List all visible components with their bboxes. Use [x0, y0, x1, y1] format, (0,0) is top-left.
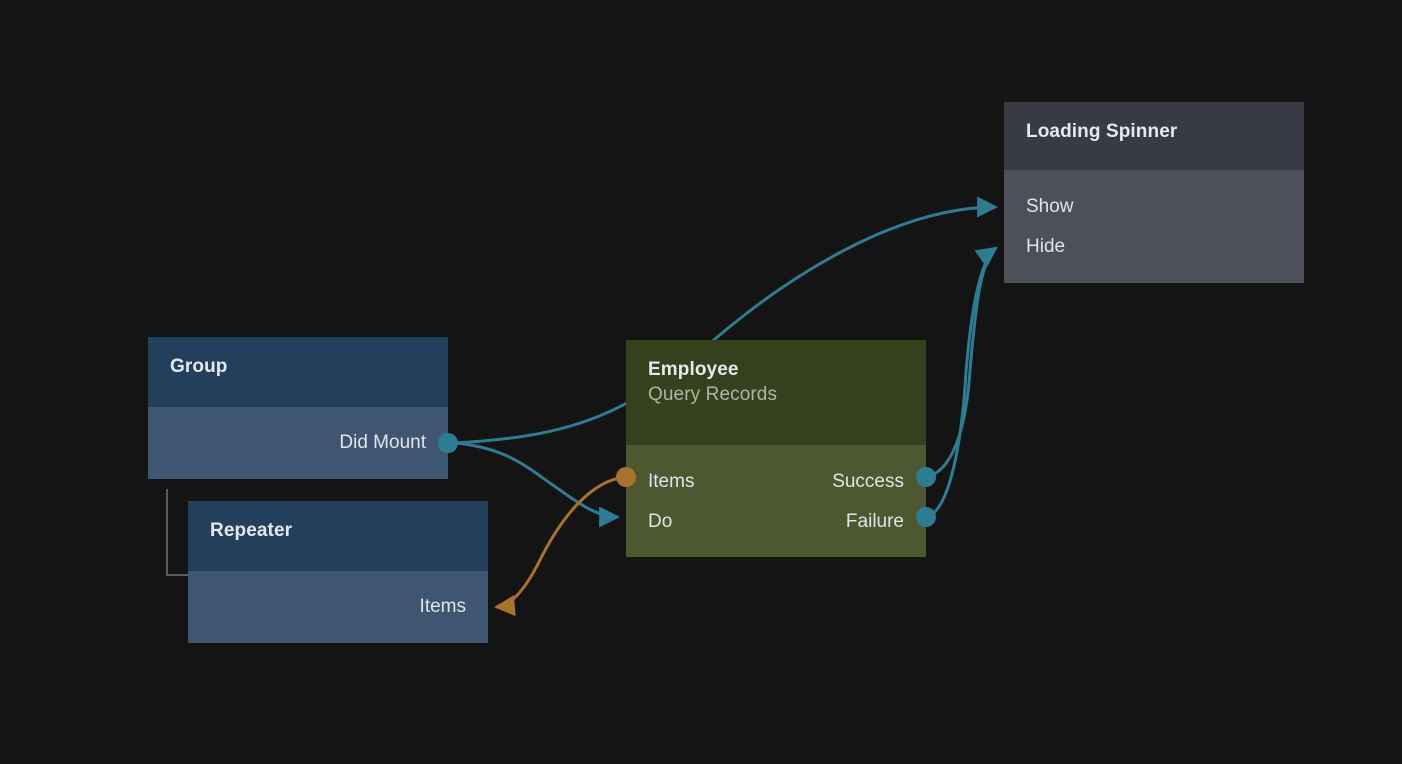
port-row-employee-items[interactable]: Items Success [626, 462, 926, 502]
port-label-repeater-items: Items [419, 596, 466, 617]
port-row-employee-do[interactable]: Do Failure [626, 502, 926, 542]
node-loading-spinner[interactable]: Loading Spinner Show Hide [1004, 102, 1304, 283]
port-row-spinner-hide[interactable]: Hide [1004, 227, 1304, 267]
node-repeater[interactable]: Repeater Items [188, 501, 488, 643]
port-label-employee-success: Success [832, 471, 904, 492]
wire-items-to-repeater-items [493, 475, 627, 617]
node-employee-subtitle: Query Records [648, 384, 778, 405]
node-employee[interactable]: Employee Query Records Items Success Do … [626, 340, 926, 557]
wire-success-to-hide [925, 246, 998, 479]
port-label-spinner-show: Show [1026, 196, 1074, 217]
node-loading-spinner-title: Loading Spinner [1026, 121, 1178, 142]
wire-failure-to-hide [925, 246, 998, 519]
port-row-spinner-show[interactable]: Show [1004, 187, 1304, 227]
node-repeater-header[interactable]: Repeater [188, 501, 488, 571]
group-child-bracket [166, 489, 192, 576]
port-label-employee-items: Items [648, 471, 695, 492]
node-repeater-body: Items [188, 571, 488, 643]
node-employee-header[interactable]: Employee Query Records [626, 340, 926, 445]
port-label-employee-failure: Failure [845, 511, 904, 532]
node-group[interactable]: Group Did Mount [148, 337, 448, 479]
port-label-did-mount: Did Mount [339, 432, 426, 453]
node-loading-spinner-body: Show Hide [1004, 170, 1304, 283]
node-group-title: Group [170, 356, 228, 377]
node-group-header[interactable]: Group [148, 337, 448, 407]
node-employee-title: Employee [648, 359, 739, 380]
node-repeater-title: Repeater [210, 520, 293, 541]
port-label-spinner-hide: Hide [1026, 236, 1066, 257]
node-group-body: Did Mount [148, 407, 448, 479]
port-label-employee-do: Do [648, 511, 673, 532]
node-loading-spinner-header[interactable]: Loading Spinner [1004, 102, 1304, 170]
node-employee-body: Items Success Do Failure [626, 445, 926, 557]
port-row-repeater-items[interactable]: Items [188, 571, 488, 643]
port-row-did-mount[interactable]: Did Mount [148, 407, 448, 479]
